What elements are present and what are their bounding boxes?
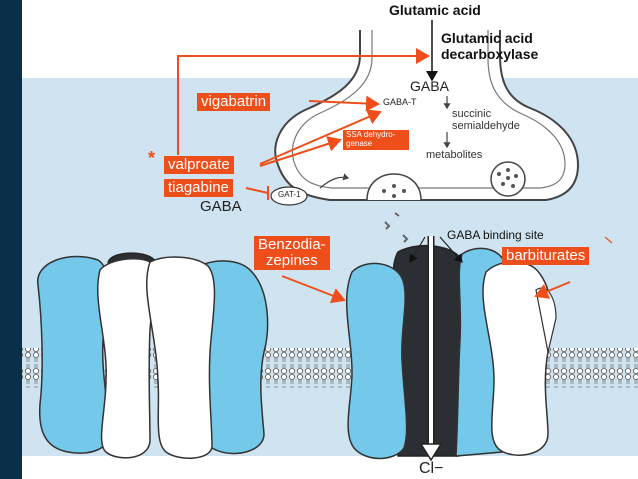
enzyme-label-line2: decarboxylase: [441, 46, 539, 62]
benzodiazepines-tag: Benzodia- zepines: [254, 236, 330, 270]
gat1-transporter: [270, 186, 308, 206]
enzyme-label-line1: Glutamic acid: [441, 30, 533, 46]
ssa-label-line1: succinic: [452, 108, 492, 120]
ssa-dehydrogenase-line1: SSA dehydro-: [346, 130, 396, 139]
ssa-dehydrogenase-line2: genase: [346, 138, 373, 148]
receptor-right: [345, 236, 557, 462]
barbiturates-tag: barbiturates: [502, 247, 590, 265]
gat1-label: GAT-1: [278, 190, 301, 199]
vesicle-fusing: [366, 173, 422, 201]
binding-site-callouts: [409, 236, 613, 264]
receptor-left: [37, 252, 269, 459]
benzodiazepines-line2: zepines: [265, 251, 318, 269]
gaba-terminal-label: GABA: [410, 78, 449, 94]
tiagabine-tag: tiagabine: [164, 179, 233, 197]
gaba-binding-site-label: GABA binding site: [447, 228, 544, 242]
benzodiazepines-line1: Benzodia-: [258, 236, 326, 253]
ssa-label-line2: semialdehyde: [452, 120, 520, 132]
left-decorative-bar: [0, 0, 22, 479]
gaba-t-label: GABA-T: [383, 97, 417, 107]
vesicle-right: [490, 161, 526, 197]
released-gaba-molecules: [384, 212, 409, 243]
glutamic-acid-label: Glutamic acid: [389, 2, 481, 18]
asterisk-mark: *: [148, 148, 156, 168]
valproate-tag: valproate: [164, 156, 234, 174]
chloride-ion-label: Cl−: [419, 460, 444, 477]
drug-arrows: [177, 48, 571, 304]
ssa-dehydrogenase-tag: SSA dehydro- genase: [343, 130, 409, 150]
presynaptic-terminal: [270, 30, 580, 206]
vigabatrin-tag: vigabatrin: [197, 93, 271, 111]
metabolites-label: metabolites: [426, 149, 483, 161]
gaba-released-label: GABA: [200, 198, 242, 215]
